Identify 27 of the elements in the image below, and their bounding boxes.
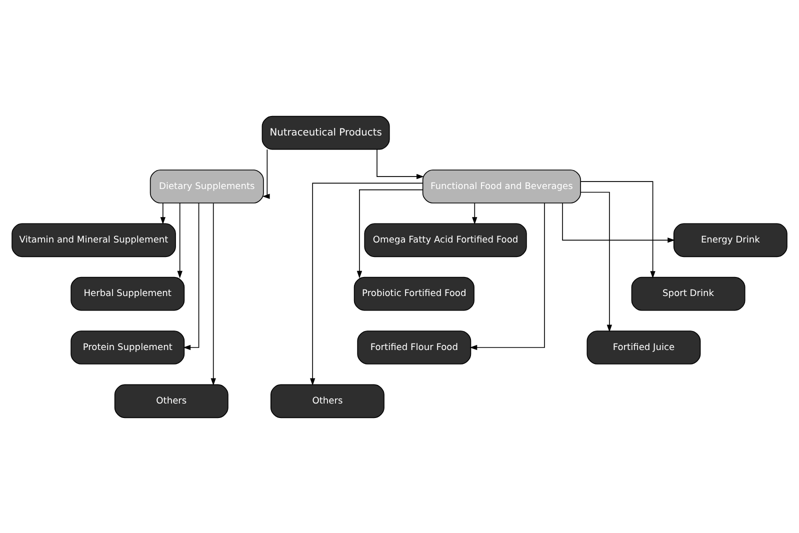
arrow: [472, 202, 478, 224]
node-box: Sport Drink: [631, 276, 746, 310]
node-box: Fortified Flour Food: [357, 330, 472, 364]
node-box: Omega Fatty Acid Fortified Food: [364, 222, 527, 257]
node-box: Protein Supplement: [70, 330, 185, 364]
node-box: Others: [114, 384, 228, 418]
node-box: Others: [270, 384, 384, 418]
arrow: [562, 202, 676, 242]
node-box: Energy Drink: [673, 222, 788, 257]
arrow: [210, 202, 216, 386]
arrow: [470, 202, 545, 350]
arrow: [376, 148, 424, 179]
node-box: Fortified Juice: [586, 330, 701, 364]
node-box: Herbal Supplement: [70, 276, 185, 310]
node-box: Probiotic Fortified Food: [354, 276, 474, 310]
arrow: [580, 191, 612, 332]
node-box: Vitamin and Mineral Supplement: [12, 222, 176, 257]
node-box: Functional Food and Beverages: [422, 169, 581, 203]
arrow: [183, 202, 200, 350]
node-box: Nutraceutical Products: [262, 115, 390, 150]
arrow: [160, 202, 166, 224]
arrow: [310, 182, 423, 386]
arrow: [356, 188, 424, 278]
node-box: Dietary Supplements: [150, 169, 264, 203]
arrow: [177, 202, 182, 278]
arrow: [580, 180, 656, 278]
arrow: [262, 148, 270, 198]
